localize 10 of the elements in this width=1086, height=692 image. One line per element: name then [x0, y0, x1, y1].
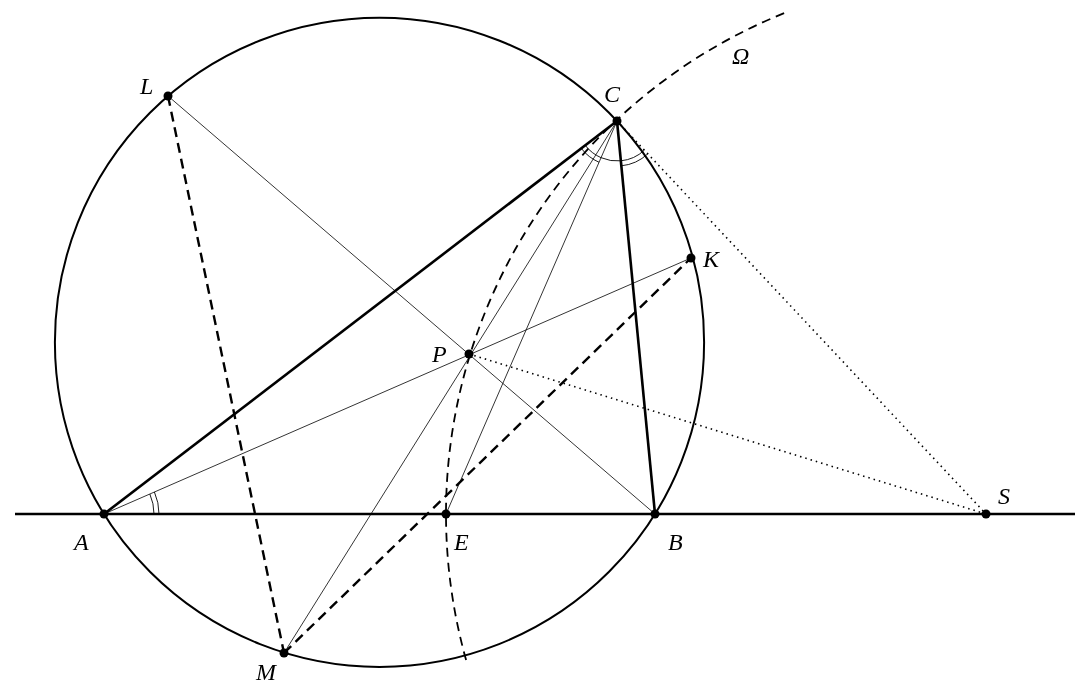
point-label: A [74, 530, 89, 554]
point-label: K [703, 247, 719, 271]
point-label: E [454, 530, 469, 554]
point-label: L [140, 74, 154, 98]
curve-label: Ω [732, 44, 750, 68]
point-label: P [432, 342, 447, 366]
point-label: B [668, 530, 683, 554]
point-label: C [604, 82, 620, 106]
point-label: S [998, 484, 1010, 508]
point-label: M [256, 660, 276, 684]
